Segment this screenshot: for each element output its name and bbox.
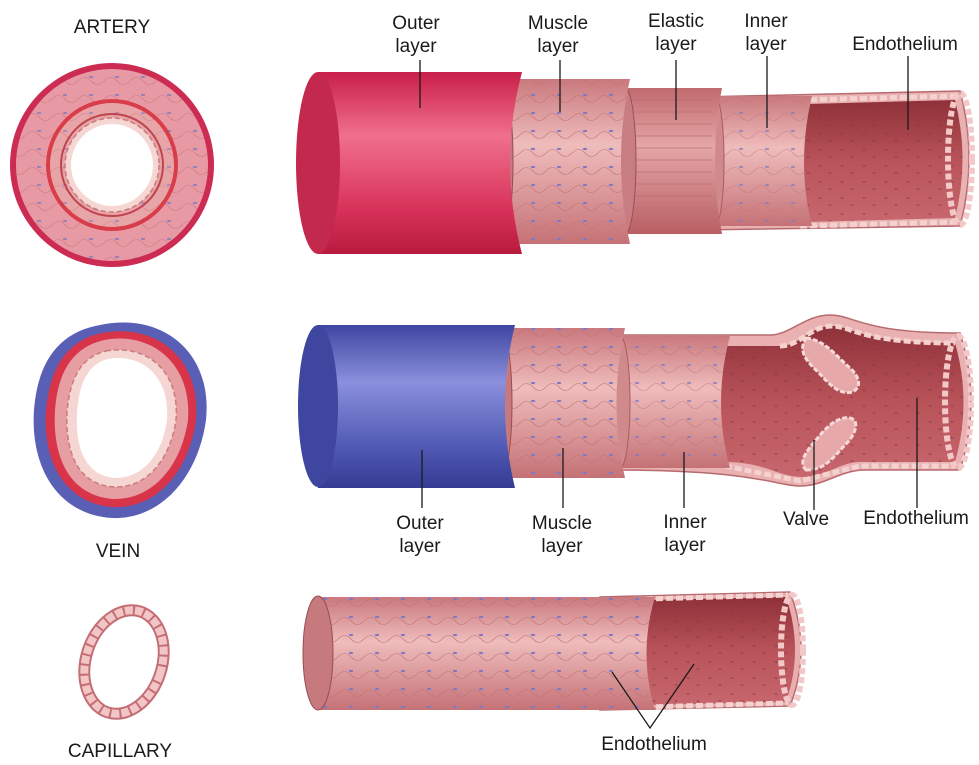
artery-elastic-layer (614, 88, 722, 234)
label-line: layer (396, 535, 444, 558)
label-line: layer (663, 534, 706, 557)
capillary-cross-section (71, 600, 176, 724)
label-line: Elastic (648, 10, 704, 33)
label-line: Muscle (528, 12, 588, 35)
artery-outer-layer-label: Outer layer (392, 12, 440, 58)
capillary-endothelium-label: Endothelium (601, 733, 707, 756)
artery-elastic-layer-label: Elastic layer (648, 10, 704, 56)
label-line: Inner (744, 10, 787, 33)
vein-cross-section (34, 322, 207, 518)
vein-outer-layer (298, 325, 515, 488)
vein-outer-layer-label: Outer layer (396, 512, 444, 558)
label-line: layer (528, 35, 588, 58)
vein-muscle-layer-label: Muscle layer (532, 512, 592, 558)
label-line: Outer (392, 12, 440, 35)
artery-muscle-layer-label: Muscle layer (528, 12, 588, 58)
label-line: Inner (663, 511, 706, 534)
label-line: layer (744, 33, 787, 56)
label-line: Outer (396, 512, 444, 535)
vein-valve-label: Valve (783, 508, 829, 531)
vein-endothelium-label: Endothelium (863, 507, 969, 530)
artery-endothelium-label: Endothelium (852, 33, 958, 56)
label-line: layer (392, 35, 440, 58)
artery-cross-section (10, 63, 214, 267)
artery-inner-layer (706, 96, 812, 226)
vein-title: VEIN (96, 540, 140, 563)
label-line: Muscle (532, 512, 592, 535)
capillary-longitudinal (303, 592, 803, 710)
vein-inner-layer (610, 336, 730, 468)
vein-longitudinal (298, 315, 971, 488)
vein-inner-layer-label: Inner layer (663, 511, 706, 557)
artery-longitudinal (296, 72, 972, 254)
artery-inner-layer-label: Inner layer (744, 10, 787, 56)
artery-outer-layer (296, 72, 522, 254)
label-line: layer (648, 33, 704, 56)
label-line: layer (532, 535, 592, 558)
artery-title: ARTERY (74, 16, 150, 39)
